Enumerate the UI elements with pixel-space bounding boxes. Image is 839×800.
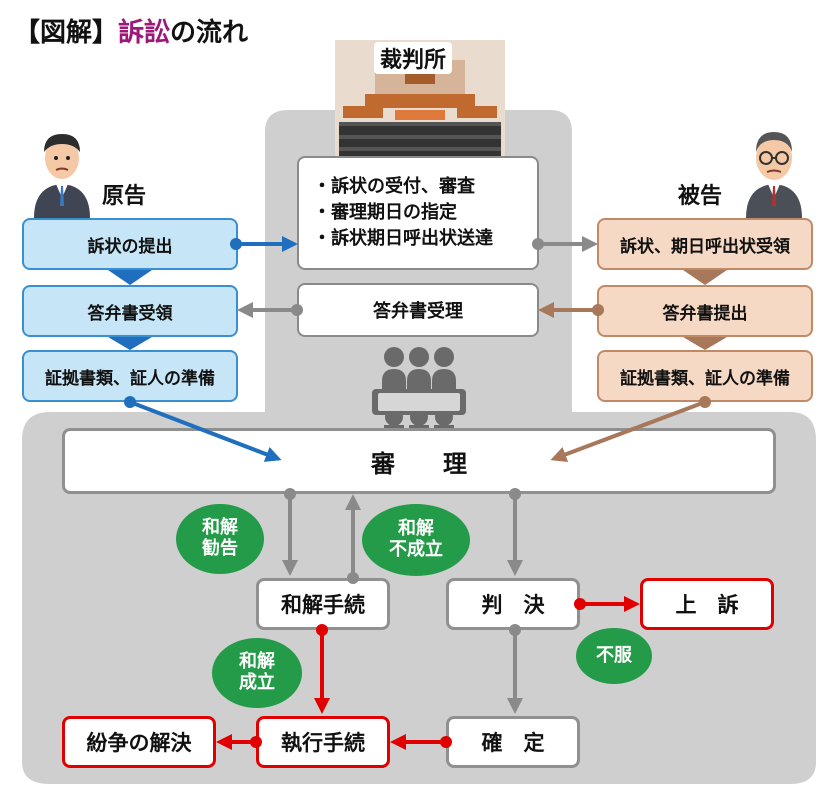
resolution-box: 紛争の解決 [62, 716, 216, 768]
finalized-box: 確 定 [446, 716, 580, 768]
bubble-objection: 不服 [576, 628, 652, 684]
court-duty-intake: ・訴状の受付、審査 [313, 175, 475, 197]
plaintiff-step-prepare-evidence: 証拠書類、証人の準備 [22, 350, 238, 402]
defendant-icon [746, 132, 802, 218]
plaintiff-step-file-complaint: 訴状の提出 [22, 218, 238, 270]
plaintiff-label: 原告 [102, 184, 147, 209]
plaintiff-icon [34, 134, 90, 218]
audience-icon [372, 347, 466, 437]
bubble-settlement-failed: 和解 不成立 [362, 504, 470, 576]
court-duties-box: ・訴状の受付、審査 ・審理期日の指定 ・訴状期日呼出状送達 [297, 156, 539, 270]
court-answer-received: 答弁書受理 [297, 283, 539, 337]
page-title: 【図解】訴訟の流れ [14, 18, 249, 48]
defendant-step-receive-complaint: 訴状、期日呼出状受領 [597, 218, 813, 270]
court-duty-service: ・訴状期日呼出状送達 [313, 228, 493, 250]
court-duty-scheduling: ・審理期日の指定 [313, 201, 457, 223]
enforcement-box: 執行手続 [256, 716, 390, 768]
court-label: 裁判所 [374, 42, 453, 74]
defendant-label: 被告 [678, 184, 723, 209]
hearing-box: 審 理 [62, 428, 776, 494]
settlement-procedure-box: 和解手続 [256, 578, 390, 630]
defendant-step-submit-answer: 答弁書提出 [597, 285, 813, 337]
appeal-box: 上 訴 [640, 578, 774, 630]
bubble-settlement-succeeded: 和解 成立 [212, 638, 302, 708]
bubble-settlement-recommended: 和解 勧告 [176, 504, 264, 574]
plaintiff-step-receive-answer: 答弁書受領 [22, 285, 238, 337]
defendant-step-prepare-evidence: 証拠書類、証人の準備 [597, 350, 813, 402]
judgment-box: 判 決 [446, 578, 580, 630]
